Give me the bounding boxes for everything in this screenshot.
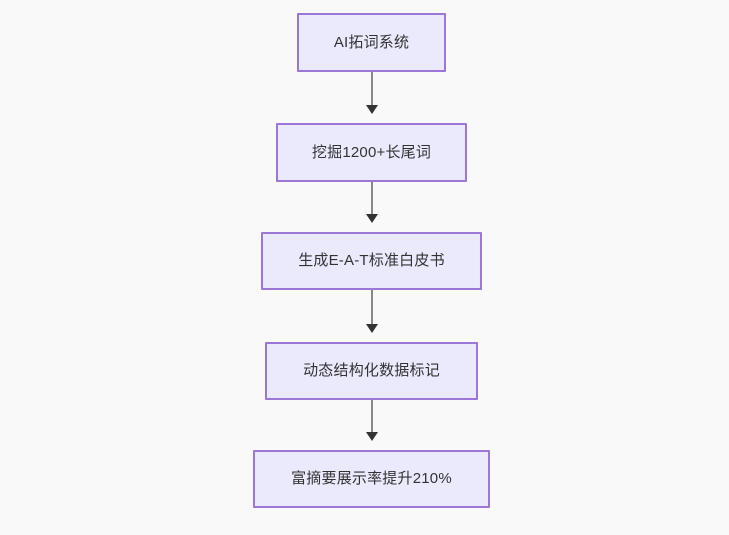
arrowhead-icon xyxy=(366,214,378,223)
flow-edge-2-to-3 xyxy=(366,182,378,223)
arrowhead-icon xyxy=(366,105,378,114)
flow-node-dynamic-structured-data-markup[interactable]: 动态结构化数据标记 xyxy=(265,342,478,400)
flow-node-generate-eat-whitepaper[interactable]: 生成E-A-T标准白皮书 xyxy=(261,232,482,290)
flow-edge-4-to-5 xyxy=(366,400,378,441)
flow-node-label: 挖掘1200+长尾词 xyxy=(311,143,432,161)
edge-line xyxy=(371,72,373,106)
arrowhead-icon xyxy=(366,324,378,333)
edge-line xyxy=(371,400,373,433)
flow-node-ai-keyword-system[interactable]: AI拓词系统 xyxy=(297,13,446,72)
edge-line xyxy=(371,290,373,325)
arrowhead-icon xyxy=(366,432,378,441)
flow-node-label: 生成E-A-T标准白皮书 xyxy=(298,252,445,269)
flow-node-label: AI拓词系统 xyxy=(333,33,410,51)
flow-node-label: 动态结构化数据标记 xyxy=(303,362,440,379)
flow-edge-3-to-4 xyxy=(366,290,378,333)
flow-edge-1-to-2 xyxy=(366,72,378,114)
flow-node-label: 富摘要展示率提升210% xyxy=(291,470,452,487)
edge-line xyxy=(371,182,373,215)
flow-node-rich-snippet-rate-increase[interactable]: 富摘要展示率提升210% xyxy=(253,450,490,508)
flow-node-mine-longtail-keywords[interactable]: 挖掘1200+长尾词 xyxy=(276,123,467,182)
